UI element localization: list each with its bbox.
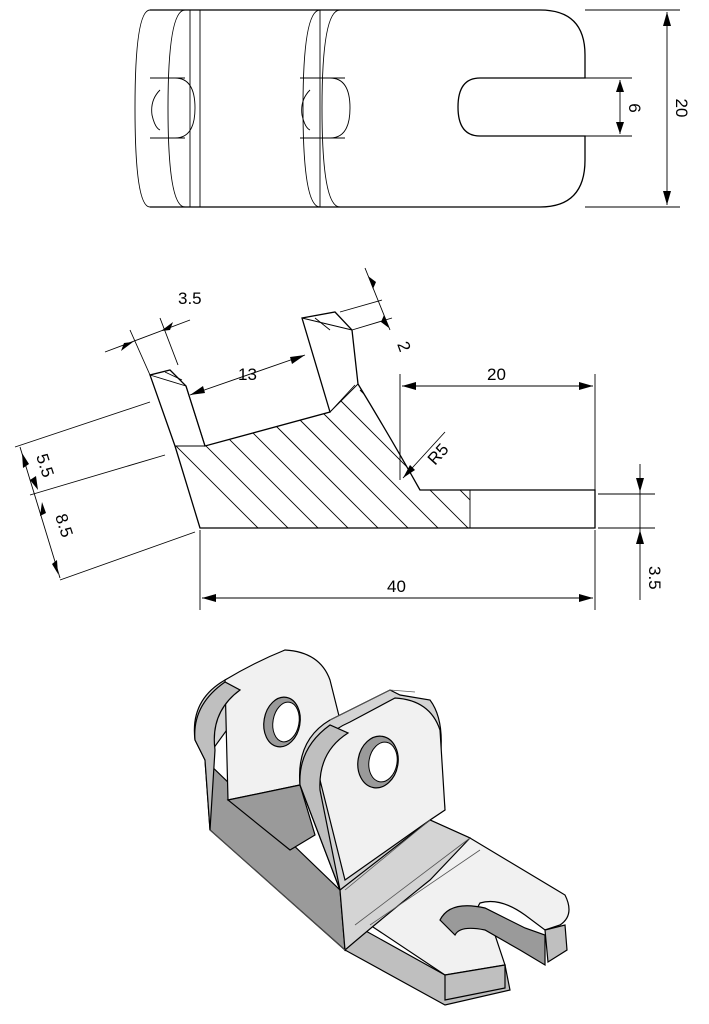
dim-lug-offset: 2 xyxy=(393,339,414,354)
dim-lug-gap: 13 xyxy=(238,365,257,384)
dim-overall-length: 40 xyxy=(387,577,406,596)
isometric-view xyxy=(193,649,570,1006)
dim-lug-height-upper: 5.5 xyxy=(32,451,57,479)
dim-fillet-radius: R5 xyxy=(424,440,453,469)
dim-lug-thickness: 3.5 xyxy=(178,289,202,308)
top-view: 20 6 xyxy=(134,9,691,208)
dim-flange-length: 20 xyxy=(487,365,506,384)
dim-slot-width: 6 xyxy=(625,103,644,112)
dim-base-thickness: 3.5 xyxy=(645,566,664,590)
section-view: 3.5 13 2 20 R5 5.5 8.5 xyxy=(14,267,664,610)
dim-lug-height-lower: 8.5 xyxy=(51,511,76,539)
dim-plan-width: 20 xyxy=(672,99,691,118)
